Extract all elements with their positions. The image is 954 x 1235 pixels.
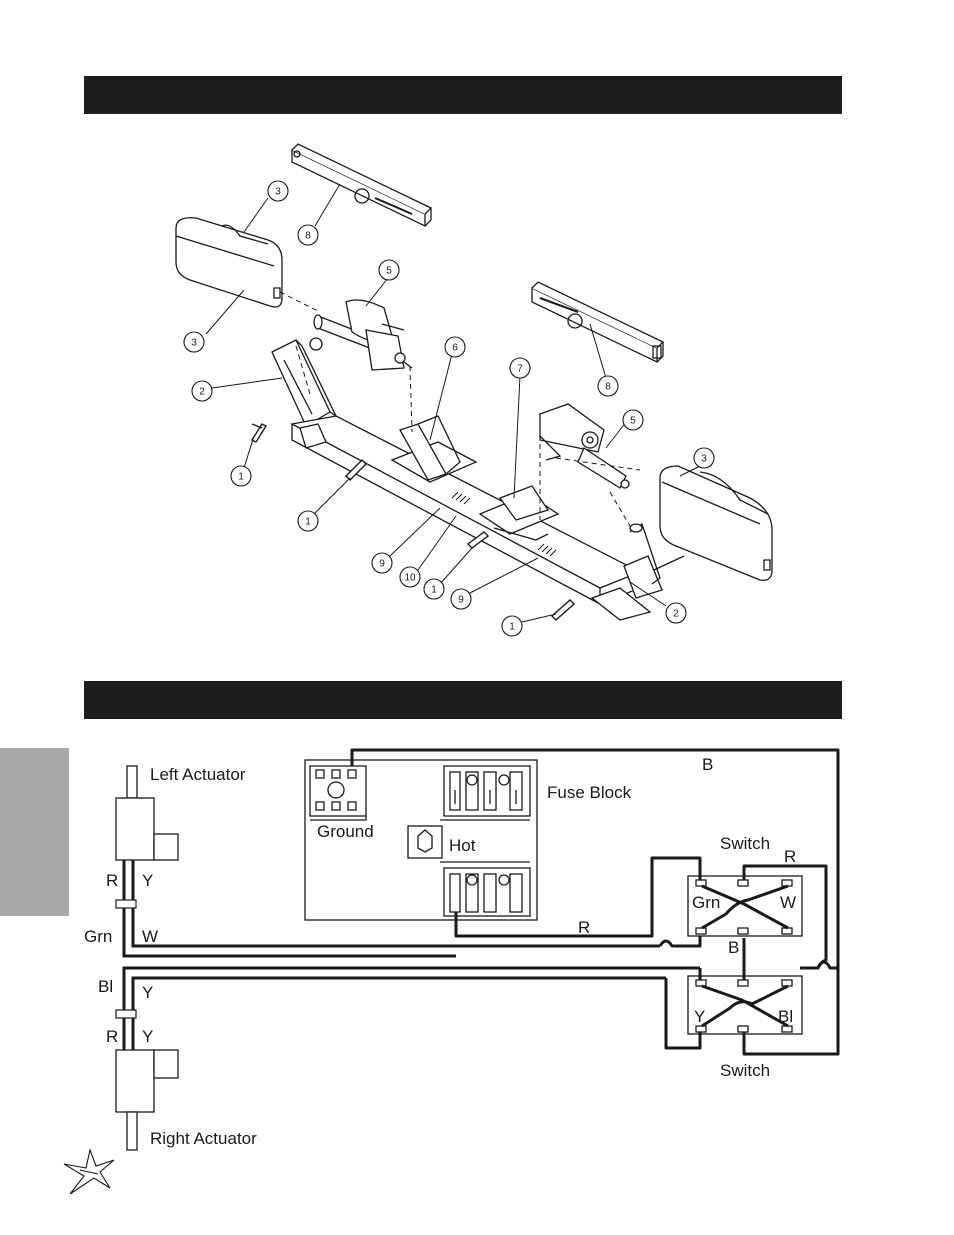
callout-number: 2	[199, 387, 205, 398]
callout-number: 3	[275, 187, 281, 198]
bracket-right	[590, 522, 685, 621]
callout-2: 2	[191, 380, 213, 402]
header-bar-middle	[84, 681, 842, 719]
callout-1: 1	[423, 578, 445, 600]
wire-label: Bl	[98, 977, 113, 996]
callout-number: 8	[305, 231, 311, 242]
wire-label: R	[106, 1027, 118, 1046]
callout-number: 9	[458, 595, 464, 606]
callout-8: 8	[597, 375, 619, 397]
left-actuator-drawing	[115, 765, 179, 861]
springs	[451, 491, 557, 557]
armrest-right	[659, 465, 773, 581]
switch-top-label: Switch	[720, 834, 770, 853]
wire-label: Bl	[778, 1007, 793, 1026]
actuator-left	[313, 299, 413, 371]
callout-1: 1	[501, 615, 523, 637]
wire-label: R	[784, 847, 796, 866]
logo-star-icon	[63, 1148, 115, 1195]
callout-6: 6	[444, 336, 466, 358]
connector-left-top	[115, 899, 137, 909]
callout-number: 9	[379, 559, 385, 570]
callout-1: 1	[297, 510, 319, 532]
ground-label: Ground	[317, 822, 374, 841]
callout-9: 9	[371, 552, 393, 574]
left-actuator-label: Left Actuator	[150, 765, 246, 784]
callout-9: 9	[450, 588, 472, 610]
wire-label: W	[780, 893, 796, 912]
callout-number: 5	[630, 416, 636, 427]
right-actuator-label: Right Actuator	[150, 1129, 257, 1148]
mount-plate-6	[390, 415, 478, 483]
callout-number: 6	[452, 343, 458, 354]
wiring-labels: Left Actuator Right Actuator Fuse Block …	[84, 755, 796, 1148]
callout-number: 1	[305, 517, 311, 528]
fuse-block	[304, 759, 538, 921]
hot-label: Hot	[449, 836, 476, 855]
rail-top	[291, 143, 433, 228]
mount-plate-7	[478, 485, 560, 541]
callout-10: 10	[399, 566, 421, 588]
callout-8: 8	[297, 224, 319, 246]
callout-2: 2	[665, 602, 687, 624]
wire-label: B	[728, 938, 739, 957]
callout-number: 1	[431, 585, 437, 596]
callout-number: 3	[701, 454, 707, 465]
rail-right	[531, 281, 665, 364]
fuse-block-label: Fuse Block	[547, 783, 632, 802]
callout-group: 1 1 1 1 2 2 3 3 3 5 5 6 7 8 8 9 9 10	[183, 180, 715, 637]
callout-number: 5	[386, 266, 392, 277]
wire-label: R	[106, 871, 118, 890]
callout-number: 8	[605, 382, 611, 393]
callout-5: 5	[378, 259, 400, 281]
callout-7: 7	[509, 357, 531, 379]
callout-number: 7	[517, 364, 523, 375]
wire-label: Y	[142, 1027, 153, 1046]
actuator-leads	[122, 860, 700, 1050]
wiring-diagram	[63, 748, 840, 1195]
armrest-left	[175, 217, 283, 308]
switch-bottom-label: Switch	[720, 1061, 770, 1080]
wire-label: B	[702, 755, 713, 774]
callout-number: 3	[191, 338, 197, 349]
wire-label: W	[142, 927, 158, 946]
switch-wires	[350, 748, 840, 1056]
actuator-right	[539, 403, 630, 489]
right-actuator-drawing	[115, 1049, 179, 1151]
wire-label: Grn	[692, 893, 720, 912]
callout-3: 3	[693, 447, 715, 469]
connector-left-bottom	[115, 1009, 137, 1019]
header-bar-top	[84, 76, 842, 114]
leader-lines	[205, 183, 701, 623]
wire-label: Y	[142, 871, 153, 890]
callout-3: 3	[183, 331, 205, 353]
callout-1: 1	[230, 465, 252, 487]
bracket-left	[271, 337, 338, 427]
exploded-view: 1 1 1 1 2 2 3 3 3 5 5 6 7 8 8 9 9 10	[175, 143, 773, 637]
alignment-lines	[279, 291, 641, 527]
wire-label: Grn	[84, 927, 112, 946]
wire-label: R	[578, 918, 590, 937]
callout-number: 1	[238, 472, 244, 483]
callout-number: 1	[509, 622, 515, 633]
callout-number: 2	[673, 609, 679, 620]
wire-label: Y	[694, 1007, 705, 1026]
callout-number: 10	[404, 573, 416, 584]
callout-5: 5	[622, 409, 644, 431]
wire-label: Y	[142, 983, 153, 1002]
side-tab	[0, 748, 69, 916]
callout-3: 3	[267, 180, 289, 202]
